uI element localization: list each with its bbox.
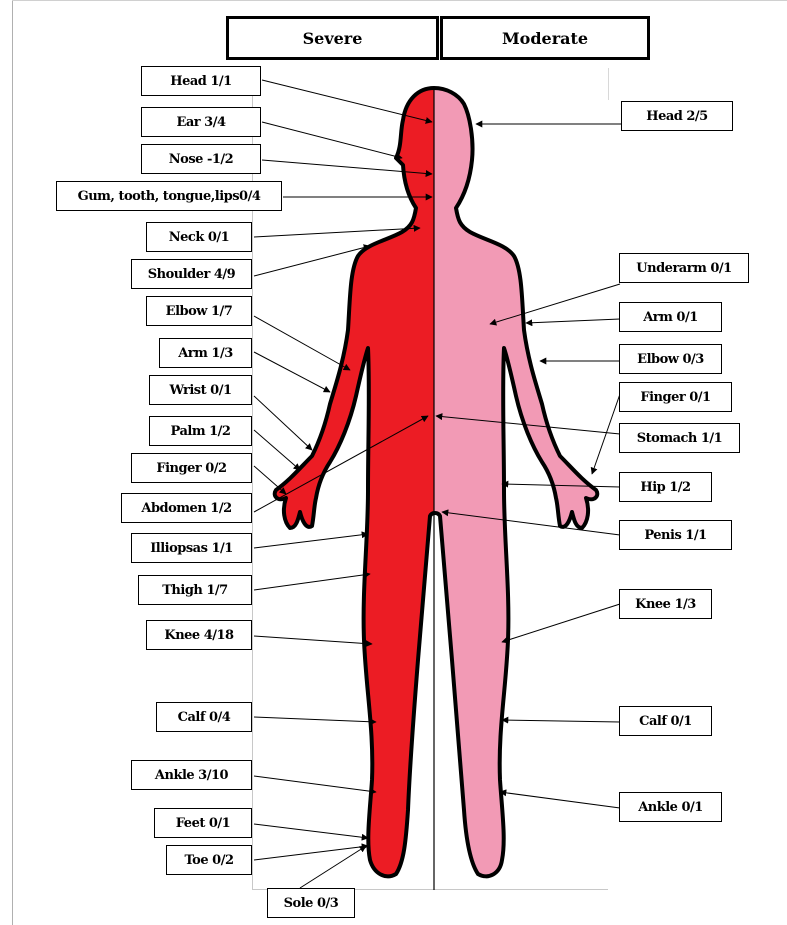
label-severe-abdomen: Abdomen 1/2 — [121, 493, 252, 523]
label-moderate-finger-text: Finger 0/1 — [640, 390, 710, 405]
arrow-moderate-knee — [502, 604, 620, 642]
label-moderate-knee-text: Knee 1/3 — [635, 597, 696, 612]
label-severe-knee: Knee 4/18 — [146, 620, 252, 650]
arrow-severe-palm — [254, 430, 300, 470]
label-severe-sole-text: Sole 0/3 — [284, 896, 339, 911]
label-moderate-arm: Arm 0/1 — [619, 302, 722, 332]
label-severe-mouth: Gum, tooth, tongue,lips0/4 — [56, 181, 282, 211]
label-moderate-ankle: Ankle 0/1 — [619, 792, 722, 822]
label-severe-neck-text: Neck 0/1 — [169, 230, 229, 245]
label-severe-finger: Finger 0/2 — [131, 453, 252, 483]
arrow-severe-calf — [254, 717, 376, 722]
label-moderate-calf-text: Calf 0/1 — [639, 714, 692, 729]
label-severe-toe-text: Toe 0/2 — [185, 853, 234, 868]
label-severe-head-text: Head 1/1 — [170, 74, 231, 89]
label-severe-head: Head 1/1 — [141, 66, 261, 96]
label-moderate-knee: Knee 1/3 — [619, 589, 712, 619]
arrow-severe-wrist — [254, 396, 312, 450]
label-severe-calf: Calf 0/4 — [156, 702, 252, 732]
label-severe-ankle: Ankle 3/10 — [131, 760, 252, 790]
label-severe-ear: Ear 3/4 — [141, 107, 261, 137]
label-severe-nose: Nose -1/2 — [141, 144, 261, 174]
label-severe-palm: Palm 1/2 — [149, 416, 252, 446]
label-severe-thigh: Thigh 1/7 — [138, 575, 252, 605]
label-moderate-ankle-text: Ankle 0/1 — [638, 800, 703, 815]
label-severe-ear-text: Ear 3/4 — [176, 115, 225, 130]
arrow-severe-finger — [254, 466, 286, 494]
label-severe-wrist-text: Wrist 0/1 — [170, 383, 232, 398]
arrow-severe-knee — [254, 636, 372, 644]
arrow-severe-sole — [300, 846, 366, 888]
label-severe-feet-text: Feet 0/1 — [176, 816, 230, 831]
arrow-severe-illiopsas — [254, 534, 368, 548]
label-severe-knee-text: Knee 4/18 — [164, 628, 233, 643]
label-moderate-calf: Calf 0/1 — [619, 706, 712, 736]
arrow-severe-feet — [254, 824, 368, 838]
label-severe-neck: Neck 0/1 — [146, 222, 252, 252]
label-severe-illiopsas: Illiopsas 1/1 — [131, 533, 252, 563]
label-moderate-hip-text: Hip 1/2 — [640, 480, 690, 495]
label-moderate-elbow: Elbow 0/3 — [619, 344, 722, 374]
label-severe-elbow: Elbow 1/7 — [146, 296, 252, 326]
label-severe-illiopsas-text: Illiopsas 1/1 — [150, 541, 233, 556]
label-moderate-head-text: Head 2/5 — [646, 109, 707, 124]
body-silhouette — [275, 88, 598, 890]
label-moderate-stomach-text: Stomach 1/1 — [637, 431, 722, 446]
arrow-severe-ankle — [254, 776, 376, 792]
label-severe-palm-text: Palm 1/2 — [171, 424, 231, 439]
label-moderate-arm-text: Arm 0/1 — [643, 310, 698, 325]
label-severe-feet: Feet 0/1 — [154, 808, 252, 838]
label-severe-thigh-text: Thigh 1/7 — [162, 583, 227, 598]
label-severe-shoulder: Shoulder 4/9 — [131, 259, 252, 289]
label-moderate-hip: Hip 1/2 — [619, 472, 712, 502]
label-moderate-underarm: Underarm 0/1 — [619, 253, 749, 283]
label-severe-calf-text: Calf 0/4 — [178, 710, 231, 725]
label-moderate-head: Head 2/5 — [621, 101, 733, 131]
label-severe-sole: Sole 0/3 — [267, 888, 355, 918]
label-moderate-penis: Penis 1/1 — [619, 520, 732, 550]
label-moderate-underarm-text: Underarm 0/1 — [636, 261, 731, 276]
label-severe-arm-text: Arm 1/3 — [178, 346, 233, 361]
label-severe-toe: Toe 0/2 — [166, 845, 252, 875]
moderate-body-half — [275, 88, 598, 876]
arrow-moderate-ankle — [500, 792, 620, 808]
label-moderate-penis-text: Penis 1/1 — [644, 528, 706, 543]
label-severe-nose-text: Nose -1/2 — [169, 152, 233, 167]
label-moderate-finger: Finger 0/1 — [619, 382, 732, 412]
arrow-moderate-arm — [526, 319, 620, 323]
label-severe-wrist: Wrist 0/1 — [149, 375, 252, 405]
label-severe-shoulder-text: Shoulder 4/9 — [148, 267, 235, 282]
label-moderate-stomach: Stomach 1/1 — [619, 423, 740, 453]
label-severe-mouth-text: Gum, tooth, tongue,lips0/4 — [78, 189, 261, 204]
arrow-severe-ear — [262, 122, 402, 158]
arrow-severe-thigh — [254, 574, 370, 590]
arrow-severe-toe — [254, 846, 368, 860]
arrow-severe-elbow — [254, 316, 350, 370]
arrow-severe-head — [262, 80, 432, 122]
label-severe-elbow-text: Elbow 1/7 — [166, 304, 233, 319]
arrow-moderate-calf — [502, 720, 620, 722]
label-severe-arm: Arm 1/3 — [159, 338, 252, 368]
arrow-severe-arm — [254, 352, 330, 392]
label-severe-finger-text: Finger 0/2 — [156, 461, 226, 476]
label-severe-ankle-text: Ankle 3/10 — [155, 768, 228, 783]
label-moderate-elbow-text: Elbow 0/3 — [637, 352, 704, 367]
label-severe-abdomen-text: Abdomen 1/2 — [141, 501, 231, 516]
